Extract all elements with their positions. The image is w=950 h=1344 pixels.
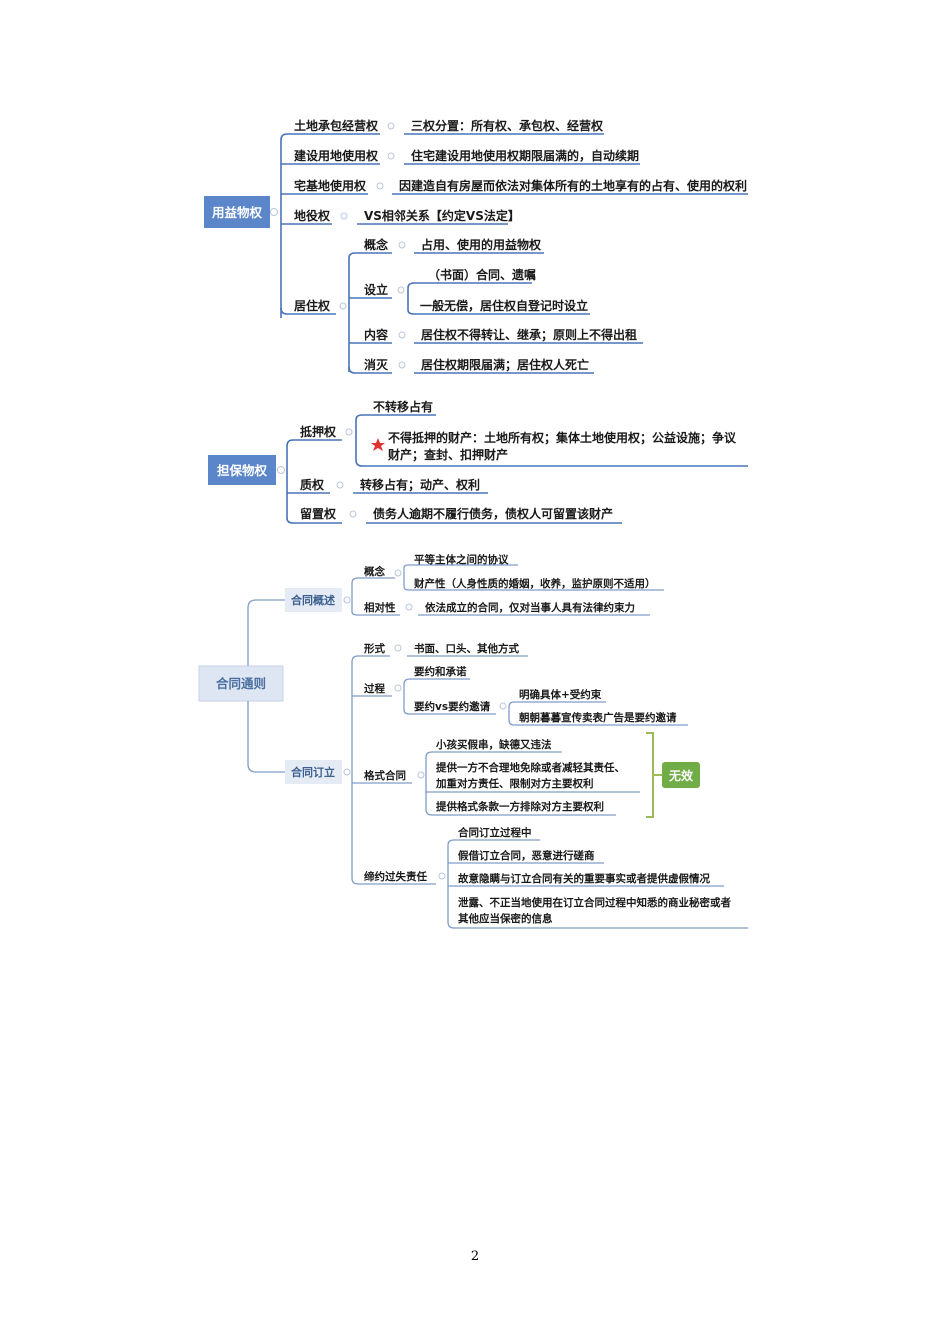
collapse-dot-icon[interactable]	[397, 286, 405, 294]
offer-advert-invitation: 朝朝暮暮宣传卖表广告是要约邀请	[519, 711, 677, 724]
collapse-dot-icon[interactable]	[387, 122, 395, 130]
collapse-dot-icon[interactable]	[376, 182, 384, 190]
collapse-dot-icon[interactable]	[394, 684, 402, 692]
invalid-badge[interactable]	[662, 762, 700, 788]
mindmap-contract: 合同通则 合同概述 概念 平等主体之间的协议 财产性（人身性质的婚姻，收养，监护…	[198, 553, 748, 929]
relativity-detail: 依法成立的合同，仅对当事人具有法律约束力	[425, 601, 635, 614]
root-node-contract[interactable]	[198, 665, 284, 702]
detail-easement: VS相邻关系【约定VS法定】	[364, 208, 520, 223]
residence-extinction[interactable]: 消灭	[364, 357, 389, 372]
liability-item-2: 假借订立合同，恶意进行磋商	[458, 849, 595, 862]
formation-form[interactable]: 形式	[364, 642, 385, 655]
standard-item-3: 提供格式条款一方排除对方主要权利	[436, 800, 604, 813]
concept-property: 财产性（人身性质的婚姻，收养，监护原则不适用）	[413, 577, 656, 590]
concept-agreement: 平等主体之间的协议	[414, 553, 509, 566]
pledge-detail: 转移占有；动产、权利	[360, 477, 480, 492]
process-offer-vs-invitation[interactable]: 要约vs要约邀请	[414, 700, 491, 713]
collapse-dot-icon[interactable]	[405, 603, 413, 611]
collapse-dot-icon[interactable]	[339, 302, 347, 310]
branch-land-contract[interactable]: 土地承包经营权	[294, 118, 379, 133]
invalid-bracket	[646, 732, 654, 818]
branch-residence[interactable]: 居住权	[294, 298, 331, 313]
node-contract-overview[interactable]	[285, 588, 342, 612]
collapse-dot-icon[interactable]	[349, 510, 357, 518]
invalid-label: 无效	[668, 768, 694, 783]
residence-content-detail: 居住权不得转让、继承；原则上不得出租	[421, 327, 637, 342]
offer-definite: 明确具体+受约束	[519, 688, 602, 701]
collapse-dot-icon[interactable]	[398, 241, 406, 249]
overview-concept[interactable]: 概念	[364, 565, 385, 578]
root-label-contract: 合同通则	[216, 676, 266, 691]
branch-homestead[interactable]: 宅基地使用权	[294, 178, 367, 193]
mindmap-security: 担保物权 抵押权 不转移占有 不得抵押的财产：土地所有权；集体土地使用权；公益设…	[208, 399, 748, 524]
form-detail: 书面、口头、其他方式	[414, 642, 519, 655]
collapse-dot-icon[interactable]	[345, 428, 353, 436]
label-contract-overview: 合同概述	[291, 593, 335, 607]
mindmap-usufruct: 用益物权 土地承包经营权 三权分置：所有权、承包权、经营权 建设用地使用权 住宅…	[204, 118, 748, 374]
residence-establish[interactable]: 设立	[364, 282, 388, 297]
liability-item-4-line2: 其他应当保密的信息	[458, 912, 553, 925]
collapse-dot-icon[interactable]	[438, 872, 446, 880]
mortgage-forbidden-line1: 不得抵押的财产：土地所有权；集体土地使用权；公益设施；争议	[388, 430, 737, 445]
overview-relativity[interactable]: 相对性	[364, 601, 396, 614]
node-contract-formation[interactable]	[285, 760, 342, 784]
collapse-dot-icon[interactable]	[394, 569, 402, 577]
branch-construction-land[interactable]: 建设用地使用权	[293, 148, 379, 163]
residence-establish-1: （书面）合同、遗嘱	[428, 267, 536, 282]
root-node-usufruct[interactable]	[204, 196, 270, 228]
detail-land-contract: 三权分置：所有权、承包权、经营权	[411, 118, 604, 133]
residence-concept-detail: 占用、使用的用益物权	[421, 237, 542, 252]
collapse-dot-icon[interactable]	[398, 331, 406, 339]
page-number: 2	[471, 1249, 479, 1264]
collapse-dot-icon[interactable]	[499, 702, 507, 710]
residence-concept[interactable]: 概念	[364, 237, 388, 252]
residence-content[interactable]: 内容	[364, 327, 388, 342]
collapse-dot-icon[interactable]	[270, 208, 278, 216]
collapse-dot-icon[interactable]	[417, 771, 425, 779]
detail-homestead: 因建造自有房屋而依法对集体所有的土地享有的占有、使用的权利	[399, 178, 747, 193]
collapse-dot-icon[interactable]	[277, 466, 285, 474]
collapse-dot-icon[interactable]	[387, 152, 395, 160]
process-offer-accept: 要约和承诺	[414, 665, 467, 678]
collapse-dot-icon[interactable]	[336, 481, 344, 489]
star-icon	[371, 438, 385, 451]
mortgage-forbidden-line2: 财产；查封、扣押财产	[387, 447, 508, 462]
collapse-dot-icon[interactable]	[340, 212, 348, 220]
mortgage-no-transfer: 不转移占有	[373, 399, 433, 414]
formation-precontract-liability[interactable]: 缔约过失责任	[364, 870, 427, 883]
branch-pledge[interactable]: 质权	[300, 477, 325, 492]
standard-item-2-line2: 加重对方责任、限制对方主要权利	[435, 777, 594, 790]
collapse-dot-icon[interactable]	[394, 644, 402, 652]
root-label-usufruct: 用益物权	[211, 205, 263, 220]
standard-item-1: 小孩买假串，缺德又违法	[435, 738, 552, 751]
residence-establish-2: 一般无偿，居住权自登记时设立	[420, 298, 588, 313]
formation-process[interactable]: 过程	[364, 682, 385, 695]
branch-lien[interactable]: 留置权	[300, 506, 337, 521]
formation-standard-contract[interactable]: 格式合同	[364, 769, 406, 782]
collapse-dot-icon[interactable]	[343, 596, 351, 604]
collapse-dot-icon[interactable]	[343, 768, 351, 776]
detail-construction-land: 住宅建设用地使用权期限届满的，自动续期	[411, 148, 639, 163]
root-label-security: 担保物权	[217, 463, 268, 478]
root-node-security[interactable]	[208, 455, 276, 485]
lien-detail: 债务人逾期不履行债务，债权人可留置该财产	[373, 506, 613, 521]
collapse-dot-icon[interactable]	[398, 361, 406, 369]
label-contract-formation: 合同订立	[291, 765, 335, 779]
liability-item-1: 合同订立过程中	[457, 826, 532, 839]
branch-mortgage[interactable]: 抵押权	[300, 424, 337, 439]
residence-extinction-detail: 居住权期限届满；居住权人死亡	[421, 357, 589, 372]
liability-item-3: 故意隐瞒与订立合同有关的重要事实或者提供虚假情况	[458, 872, 710, 885]
branch-easement[interactable]: 地役权	[294, 208, 331, 223]
liability-item-4-line1: 泄露、不正当地使用在订立合同过程中知悉的商业秘密或者	[458, 896, 731, 909]
standard-item-2-line1: 提供一方不合理地免除或者减轻其责任、	[436, 761, 625, 774]
